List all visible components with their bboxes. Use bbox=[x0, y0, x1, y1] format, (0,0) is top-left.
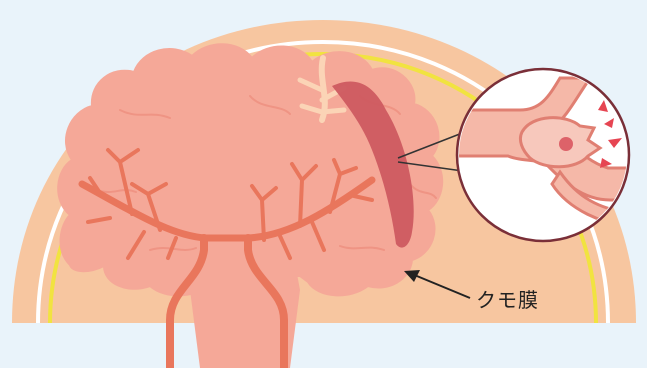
arachnoid-label: クモ膜 bbox=[476, 284, 539, 313]
aneurysm-inset bbox=[455, 69, 647, 241]
